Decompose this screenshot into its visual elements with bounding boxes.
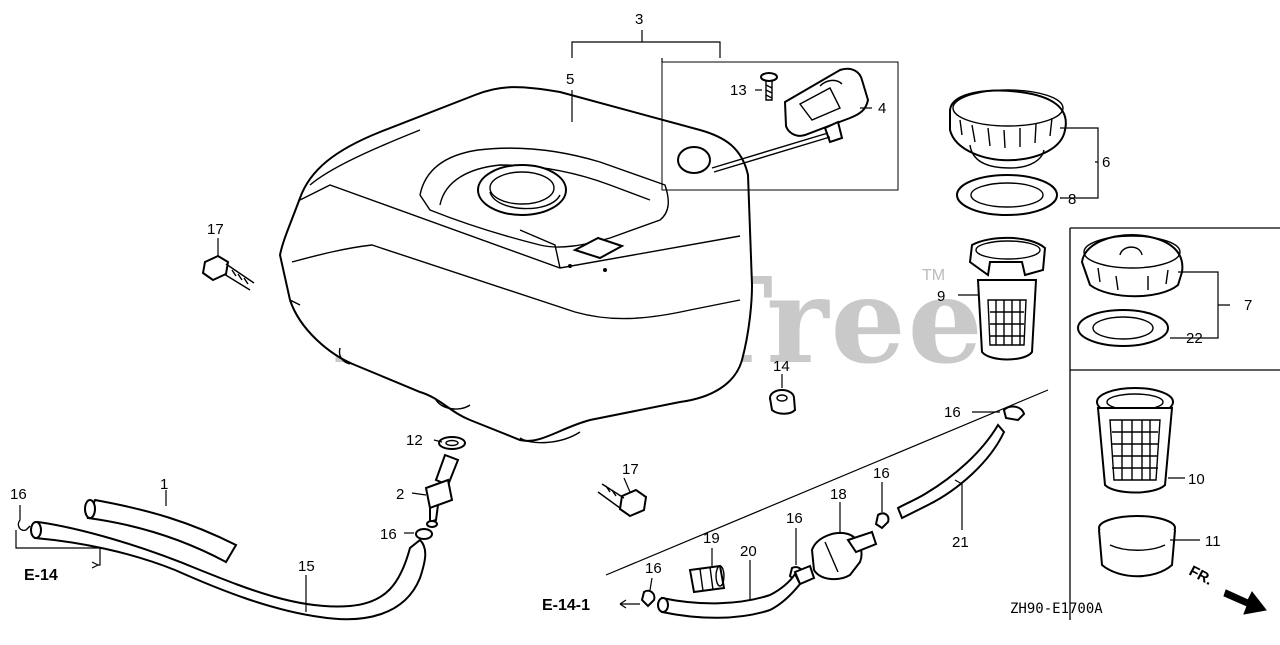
reference-e14[interactable]: E-14 [24, 567, 58, 584]
screw-13[interactable] [760, 72, 778, 101]
bolt-17-lower[interactable] [597, 483, 648, 518]
callout-16-valve: 16 [380, 526, 397, 543]
cap-gasket-22[interactable] [1077, 309, 1169, 347]
callout-1: 1 [160, 476, 168, 493]
cap-gasket[interactable] [956, 174, 1058, 216]
callout-19: 19 [703, 530, 720, 547]
fuel-tank[interactable] [278, 86, 754, 444]
callout-16-right-hose: 16 [944, 404, 961, 421]
callout-4: 4 [878, 100, 886, 117]
callout-6: 6 [1102, 154, 1110, 171]
clip-16-far-left[interactable] [17, 519, 31, 532]
callout-16-bottom: 16 [645, 560, 662, 577]
front-arrow-icon [1223, 589, 1267, 615]
callout-15: 15 [298, 558, 315, 575]
fuel-tube-21[interactable] [896, 423, 1006, 520]
callout-16-far-left: 16 [10, 486, 27, 503]
bolt-17-upper[interactable] [201, 254, 255, 291]
packing-12[interactable] [438, 436, 466, 450]
diagram-code: ZH90-E1700A [1010, 601, 1103, 617]
callout-labels: 3 5 4 13 6 8 7 22 9 10 11 17 17 14 12 2 … [10, 11, 1252, 577]
callout-13: 13 [730, 82, 747, 99]
alternate-parts-box [1069, 227, 1280, 620]
callout-7: 7 [1244, 297, 1252, 314]
fuel-gauge-assembly[interactable] [661, 61, 899, 191]
callout-5: 5 [566, 71, 574, 88]
callout-14: 14 [773, 358, 790, 375]
clip-16-bottom[interactable] [640, 589, 656, 608]
callout-16-filter-left: 16 [786, 510, 803, 527]
callout-12: 12 [406, 432, 423, 449]
front-direction-indicator: FR. [1186, 563, 1267, 615]
callout-9: 9 [937, 288, 945, 305]
joint-19[interactable] [688, 564, 726, 594]
grommet-14[interactable] [769, 389, 797, 415]
watermark-tm: TM [922, 267, 945, 284]
fuel-filter-18[interactable] [793, 530, 878, 586]
callout-16-filter-right: 16 [873, 465, 890, 482]
callout-17-lower: 17 [622, 461, 639, 478]
callout-8: 8 [1068, 191, 1076, 208]
clip-16-valve[interactable] [415, 528, 433, 540]
callout-17-upper: 17 [207, 221, 224, 238]
callout-18: 18 [830, 486, 847, 503]
callout-22: 22 [1186, 330, 1203, 347]
fuel-cap[interactable] [949, 89, 1067, 169]
callout-3: 3 [635, 11, 643, 28]
fuel-strainer-9[interactable] [968, 236, 1047, 361]
clip-16-filter-right[interactable] [874, 512, 890, 530]
clip-16-right-hose[interactable] [1002, 405, 1026, 422]
front-indicator-label: FR. [1186, 563, 1215, 589]
fuel-valve-2[interactable] [424, 453, 460, 528]
fuel-tube-1[interactable] [84, 498, 238, 564]
callout-20: 20 [740, 543, 757, 560]
callout-2: 2 [396, 486, 404, 503]
callout-10: 10 [1188, 471, 1205, 488]
fuel-tube-15[interactable] [30, 520, 427, 621]
callout-21: 21 [952, 534, 969, 551]
fuel-strainer-10[interactable] [1096, 387, 1174, 494]
leader-lines [15, 30, 1230, 612]
reference-e14-1[interactable]: E-14-1 [542, 597, 590, 614]
strainer-ring-11[interactable] [1098, 515, 1176, 578]
callout-11: 11 [1205, 533, 1221, 550]
fuel-cap-7[interactable] [1080, 234, 1184, 298]
fuel-tube-20[interactable] [657, 571, 802, 619]
